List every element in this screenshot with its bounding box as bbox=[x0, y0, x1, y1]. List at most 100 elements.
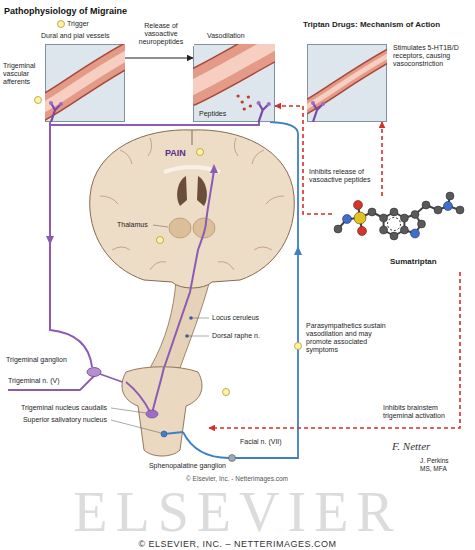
leader-line bbox=[153, 225, 168, 227]
leader-line bbox=[111, 420, 161, 433]
peptide-dot bbox=[241, 100, 244, 103]
molecule-model: Sumatriptan bbox=[332, 196, 470, 272]
section-heading: Triptan Drugs: Mechanism of Action bbox=[303, 20, 440, 29]
vessel-wall bbox=[307, 52, 387, 110]
connector-label: Inhibits release of vasoactive peptides bbox=[308, 168, 378, 184]
connector-arrow bbox=[381, 122, 383, 196]
watermark: ELSEVIER bbox=[0, 484, 475, 540]
connector-arrow bbox=[125, 57, 193, 58]
atom-ball bbox=[400, 214, 408, 222]
atom-ball bbox=[343, 215, 352, 224]
connector-label: Release of vasoactive neuropeptides bbox=[128, 22, 194, 46]
vessel-lumen bbox=[193, 44, 275, 90]
parasympathetic-nerve bbox=[183, 432, 229, 458]
copyright-text: © ELSEVIER, INC. – NETTERIMAGES.COM bbox=[0, 540, 475, 549]
vessel-outline bbox=[45, 52, 125, 110]
atom-ball bbox=[358, 227, 367, 236]
gyrus-line bbox=[234, 138, 238, 156]
atom-ball bbox=[368, 208, 376, 216]
nerve-terminal bbox=[49, 101, 53, 105]
peptide-dot bbox=[243, 107, 246, 110]
vessel-panel: Stimulates 5-HT1B/D receptors, causing v… bbox=[307, 44, 387, 122]
locus-ceruleus-dot bbox=[189, 316, 193, 320]
atom-ball bbox=[380, 214, 388, 222]
panel-label: Peptides bbox=[198, 110, 227, 118]
effect-note: Stimulates 5-HT1B/D receptors, causing v… bbox=[393, 44, 469, 68]
gyrus-line bbox=[112, 247, 130, 250]
nerve-terminal bbox=[321, 102, 325, 106]
structure-label: Locus ceruleus bbox=[212, 314, 259, 322]
ventricle bbox=[197, 176, 207, 206]
nerve-ending bbox=[259, 103, 269, 122]
pain-pathway bbox=[152, 367, 164, 414]
shape-drawing bbox=[114, 366, 209, 458]
arrowhead bbox=[210, 164, 218, 173]
atom-ball bbox=[422, 201, 430, 209]
nerve-terminal bbox=[257, 101, 261, 105]
gyrus-line bbox=[150, 262, 166, 270]
step-markers bbox=[35, 21, 302, 396]
pain-label: PAIN bbox=[164, 148, 187, 158]
atom-ball bbox=[400, 226, 408, 234]
leader-line bbox=[111, 408, 146, 413]
note-text: Parasympathetics sustain vasodilation an… bbox=[306, 322, 392, 354]
structure-label: Sphenopalatine ganglion bbox=[136, 462, 226, 470]
arrowhead bbox=[46, 236, 54, 245]
nerve-label: Facial n. (VII) bbox=[240, 438, 282, 446]
leader-line bbox=[188, 336, 209, 337]
nerve-label: Trigeminal n. (V) bbox=[8, 377, 59, 385]
atom-ball bbox=[390, 232, 398, 240]
atom-ball bbox=[354, 201, 363, 210]
atom-ball bbox=[390, 208, 398, 216]
peptide-dot bbox=[247, 95, 250, 98]
connector-arrow bbox=[275, 106, 332, 214]
atom-ball bbox=[380, 226, 388, 234]
connector-label: Inhibits brainstem trigeminal activation bbox=[382, 404, 456, 420]
gyrus-line bbox=[120, 150, 132, 164]
vessel-outline bbox=[307, 52, 387, 110]
raphe-dot bbox=[185, 334, 189, 338]
step-marker bbox=[35, 97, 42, 104]
drug-name: Sumatriptan bbox=[390, 257, 437, 266]
atom-ball bbox=[418, 220, 426, 228]
brainstem-shape: Trigeminal nucleus caudalisSuperior sali… bbox=[114, 366, 209, 458]
structure-label: Trigeminal vascular afferents bbox=[3, 62, 45, 86]
nucleus-shape bbox=[161, 431, 167, 437]
afferent-nerve bbox=[50, 122, 259, 125]
leader-line bbox=[192, 318, 209, 319]
atom-ball bbox=[446, 192, 454, 200]
afferent-nerve bbox=[50, 122, 92, 367]
atom-ball bbox=[354, 212, 366, 224]
trigeminal-tract bbox=[126, 382, 150, 412]
gyrus-line bbox=[218, 262, 234, 270]
vessel-panel: Dural and pial vessels bbox=[45, 44, 125, 122]
nucleus-shape bbox=[146, 410, 158, 418]
atom-ball bbox=[411, 211, 419, 219]
vessel-lumen bbox=[45, 52, 125, 110]
vessel-wall bbox=[45, 52, 125, 110]
arrowhead bbox=[294, 246, 302, 255]
signature: F. Netter bbox=[392, 440, 430, 453]
step-marker bbox=[197, 149, 204, 156]
trigeminal-ganglion bbox=[87, 368, 101, 377]
vessel-outline bbox=[193, 44, 275, 90]
gyrus-line bbox=[148, 138, 152, 156]
vessel-lumen bbox=[307, 52, 387, 110]
credit-text: MS, MFA bbox=[420, 465, 447, 472]
sphenopalatine-ganglion bbox=[229, 455, 236, 462]
parasympathetic-nerve bbox=[235, 122, 298, 458]
nucleus-label: Superior salivatory nucleus bbox=[23, 416, 107, 424]
ventricle bbox=[177, 176, 187, 206]
peptide-dot bbox=[249, 104, 252, 107]
shape-drawing bbox=[45, 44, 125, 122]
step-marker bbox=[157, 237, 164, 244]
atom-ball bbox=[434, 206, 442, 214]
vessel-panel: VasodilationPeptides bbox=[193, 44, 275, 122]
atom-ball bbox=[334, 225, 342, 233]
gyrus-line bbox=[252, 150, 264, 164]
nucleus-label: Trigeminal nucleus caudalis bbox=[21, 404, 107, 412]
thalamus-shape bbox=[169, 218, 191, 238]
gyrus-line bbox=[100, 196, 118, 204]
brain-section bbox=[90, 130, 295, 288]
